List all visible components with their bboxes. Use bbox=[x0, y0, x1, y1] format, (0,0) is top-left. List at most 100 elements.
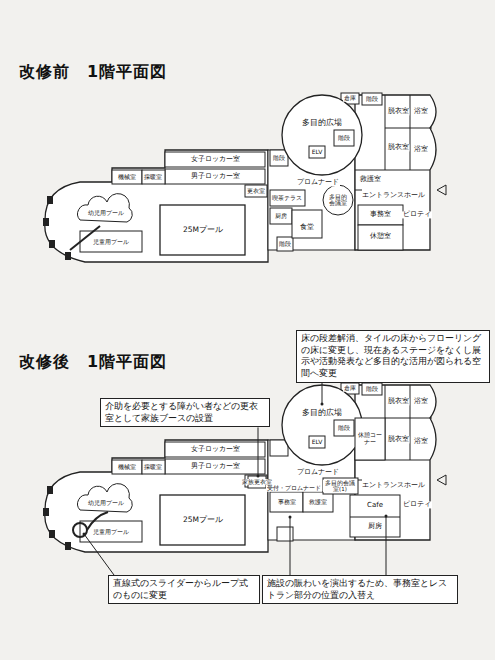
wall bbox=[245, 185, 267, 197]
callout-box: 床の段差解消、タイルの床からフローリングの床に変更し、現在あるステージをなくし展… bbox=[296, 330, 490, 383]
room-label: 児童用プール bbox=[92, 529, 130, 536]
room-label: 救護室 bbox=[359, 176, 382, 183]
room-label: 男子ロッカー室 bbox=[190, 173, 241, 181]
wall bbox=[358, 225, 403, 250]
pillar bbox=[43, 508, 49, 516]
wall bbox=[112, 170, 142, 184]
leader-dot bbox=[385, 515, 388, 518]
room-label: 食堂 bbox=[299, 224, 315, 231]
leader-line bbox=[322, 383, 323, 404]
leader-dot bbox=[289, 516, 292, 519]
callout-text: 施設の賑わいを演出するため、事務室とレストラン部分の位置の入替え bbox=[267, 578, 453, 601]
room-label: 幼児用プール bbox=[87, 500, 125, 507]
wall bbox=[270, 190, 305, 206]
wall bbox=[309, 436, 325, 448]
pillar bbox=[47, 196, 53, 204]
wall bbox=[165, 169, 265, 184]
room-label: 浴室 bbox=[413, 108, 429, 115]
wall bbox=[323, 185, 353, 215]
wall bbox=[410, 95, 411, 170]
wall bbox=[362, 93, 382, 105]
wall bbox=[362, 383, 382, 395]
room-label: 脱衣室 bbox=[387, 144, 410, 151]
wall bbox=[358, 205, 403, 225]
wall bbox=[78, 194, 133, 222]
room-label: 脱衣室 bbox=[387, 398, 410, 405]
room-label: 25Mプール bbox=[182, 226, 224, 234]
room-label: プロムナード bbox=[296, 179, 340, 186]
leader-line bbox=[258, 427, 259, 476]
room-label: 事務室 bbox=[277, 499, 297, 506]
wall bbox=[87, 512, 108, 530]
room-label: 階段 bbox=[272, 155, 286, 162]
wall bbox=[350, 495, 400, 537]
wall bbox=[78, 484, 133, 512]
room-label: ELV bbox=[311, 439, 324, 446]
pillar bbox=[49, 530, 55, 538]
pillar bbox=[47, 486, 53, 494]
room-label: 厨房 bbox=[274, 213, 288, 220]
room-label: 更衣室 bbox=[246, 188, 266, 194]
room-label: 機械室 bbox=[117, 464, 137, 471]
wall bbox=[160, 205, 245, 255]
room-label: 採暖室 bbox=[143, 464, 163, 470]
wall bbox=[385, 128, 432, 129]
wall bbox=[73, 523, 87, 537]
room-label: 多目的広場 bbox=[301, 119, 343, 128]
room-label: 女子ロッカー室 bbox=[190, 446, 241, 454]
room-label: Cafe bbox=[366, 502, 384, 510]
wall bbox=[45, 440, 268, 552]
room-label: 機械室 bbox=[117, 174, 137, 181]
pillar bbox=[49, 240, 55, 248]
leader-dot bbox=[321, 403, 324, 406]
wall bbox=[355, 95, 436, 250]
wall bbox=[160, 495, 245, 545]
wall bbox=[270, 208, 292, 224]
wall bbox=[282, 95, 362, 175]
room-label: 多目的会議室 bbox=[327, 194, 349, 206]
room-label: 休憩コーナー bbox=[357, 432, 383, 445]
room-label: 倉庫 bbox=[343, 385, 357, 392]
room-label: 多目的広場 bbox=[301, 409, 343, 418]
room-label: 喫茶テラス bbox=[271, 195, 303, 202]
room-label: 階段 bbox=[365, 386, 379, 393]
wall bbox=[385, 418, 432, 419]
wall bbox=[410, 385, 411, 460]
room-label: 男子ロッカー室 bbox=[190, 463, 241, 471]
callout-text: 介助を必要とする障がい者などの更衣室として家族ブースの設置 bbox=[105, 401, 265, 424]
pillar bbox=[65, 252, 71, 260]
entrance-mark bbox=[437, 185, 446, 195]
callout-text: 床の段差解消、タイルの床からフローリングの床に変更し、現在あるステージをなくし展… bbox=[301, 333, 485, 380]
room-label: 厨房 bbox=[367, 523, 383, 530]
wall bbox=[165, 442, 265, 457]
room-label: 階段 bbox=[337, 425, 351, 432]
room-label: 脱衣室 bbox=[387, 108, 410, 115]
room-label: ELV bbox=[311, 149, 324, 156]
room-label: 脱衣室 bbox=[387, 436, 410, 443]
wall bbox=[80, 521, 142, 542]
wall bbox=[45, 150, 268, 262]
wall bbox=[165, 152, 265, 167]
plan-title: 改修後 1階平面図 bbox=[18, 353, 168, 371]
wall bbox=[350, 517, 400, 518]
room-label: 幼児用プール bbox=[87, 210, 125, 217]
wall bbox=[334, 420, 354, 436]
wall bbox=[142, 170, 165, 184]
room-label: 女子ロッカー室 bbox=[190, 156, 241, 164]
entrance-mark bbox=[437, 475, 446, 485]
callout-text: 直線式のスライダーからループ式のものに変更 bbox=[113, 578, 255, 601]
room-label: 多目的会議室(1) bbox=[323, 480, 357, 492]
room-label: 受付・プロムナード bbox=[266, 485, 322, 492]
callout-box: 介助を必要とする障がい者などの更衣室として家族ブースの設置 bbox=[100, 398, 270, 427]
wall bbox=[112, 460, 142, 474]
callout-box: 直線式のスライダーからループ式のものに変更 bbox=[108, 575, 260, 604]
room-label: 倉庫 bbox=[343, 95, 357, 102]
floor-plan-view bbox=[43, 93, 446, 262]
wall bbox=[334, 130, 354, 146]
room-label: ピロティ bbox=[402, 211, 432, 218]
pillar bbox=[43, 218, 49, 226]
wall bbox=[277, 237, 293, 251]
wall bbox=[270, 492, 303, 512]
wall bbox=[165, 459, 265, 474]
pillar bbox=[65, 542, 71, 550]
